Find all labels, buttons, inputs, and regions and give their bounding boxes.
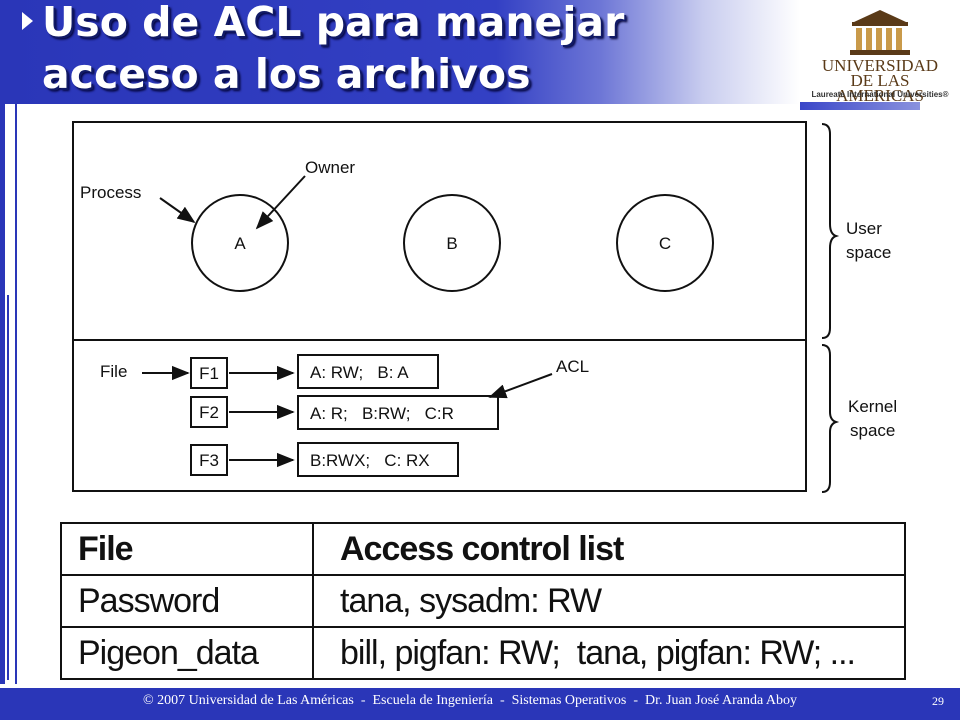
file-annotation: File [100,362,127,381]
slide-title: Uso de ACL para manejar acceso a los arc… [42,0,624,100]
table-cell-file: Pigeon_data [60,626,314,680]
acl-text-f3: B:RWX; C: RX [310,451,430,470]
table-header-file: File [60,522,314,576]
user-space-box [72,121,807,341]
banner-strip [800,102,920,110]
footer-bar [0,691,960,720]
file-name-f1: F1 [199,364,219,383]
user-space-label-1: User [846,219,882,238]
footer-copyright: © 2007 Universidad de Las Américas - Esc… [142,693,798,708]
owner-arrow [255,175,306,230]
footer-divider [0,688,960,691]
title-bullet-icon [22,12,33,30]
process-label-a: A [234,234,246,253]
slide-title-line1: Uso de ACL para manejar [42,0,625,46]
process-circle-a [191,194,289,292]
acl-box-f1 [297,354,439,389]
kernel-space-label-1: Kernel [848,397,897,416]
acl-box-f2 [297,395,499,430]
process-circle-c [616,194,714,292]
page-number: 29 [932,694,944,708]
process-label-c: C [659,234,671,253]
user-space-label-2: space [846,243,891,262]
acl-text-f2: A: R; B:RW; C:R [310,404,454,423]
logo-name-line1: UNIVERSIDAD [821,56,939,75]
building-icon [850,10,910,55]
file-name-f3: F3 [199,451,219,470]
process-arrow [159,197,196,224]
file-box-f3 [190,444,228,476]
slide-title-line2: acceso a los archivos [42,50,531,98]
kernel-space-label-2: space [850,421,895,440]
owner-annotation: Owner [305,158,355,177]
table-header-acl: Access control list [312,522,906,576]
logo-name-line2: DE LAS AMERICAS [836,71,924,105]
logo-tagline: Laureate International Universities® [811,90,949,99]
process-label-b: B [446,234,457,253]
table-header-row: File Access control list [60,522,906,576]
acl-box-f3 [297,442,459,477]
table-row: Pigeon_data bill, pigfan: RW; tana, pigf… [60,626,906,680]
acl-text-f1: A: RW; B: A [310,363,409,382]
acl-table: File Access control list Password tana, … [60,522,906,680]
logo-name: UNIVERSIDAD DE LAS AMERICAS [808,56,952,105]
left-accent-bar [0,104,5,684]
table-cell-acl: tana, sysadm: RW [312,574,906,628]
file-name-f2: F2 [199,403,219,422]
user-space-brace [821,123,840,339]
left-accent-line [15,104,17,684]
acl-arrow [488,373,553,399]
table-cell-file: Password [60,574,314,628]
process-annotation: Process [80,183,141,202]
table-cell-acl: bill, pigfan: RW; tana, pigfan: RW; ... [312,626,906,680]
acl-diagram: A B C Process Owner File F1 F2 F3 A: RW;… [72,121,897,493]
university-logo: UNIVERSIDAD DE LAS AMERICAS Laureate Int… [808,6,952,105]
file-box-f1 [190,357,228,389]
kernel-space-brace [821,344,840,493]
title-banner [0,0,800,104]
table-row: Password tana, sysadm: RW [60,574,906,628]
acl-annotation: ACL [556,357,589,376]
process-circle-b [403,194,501,292]
kernel-space-box [72,339,807,492]
file-box-f2 [190,396,228,428]
left-accent-line-short [7,295,9,680]
